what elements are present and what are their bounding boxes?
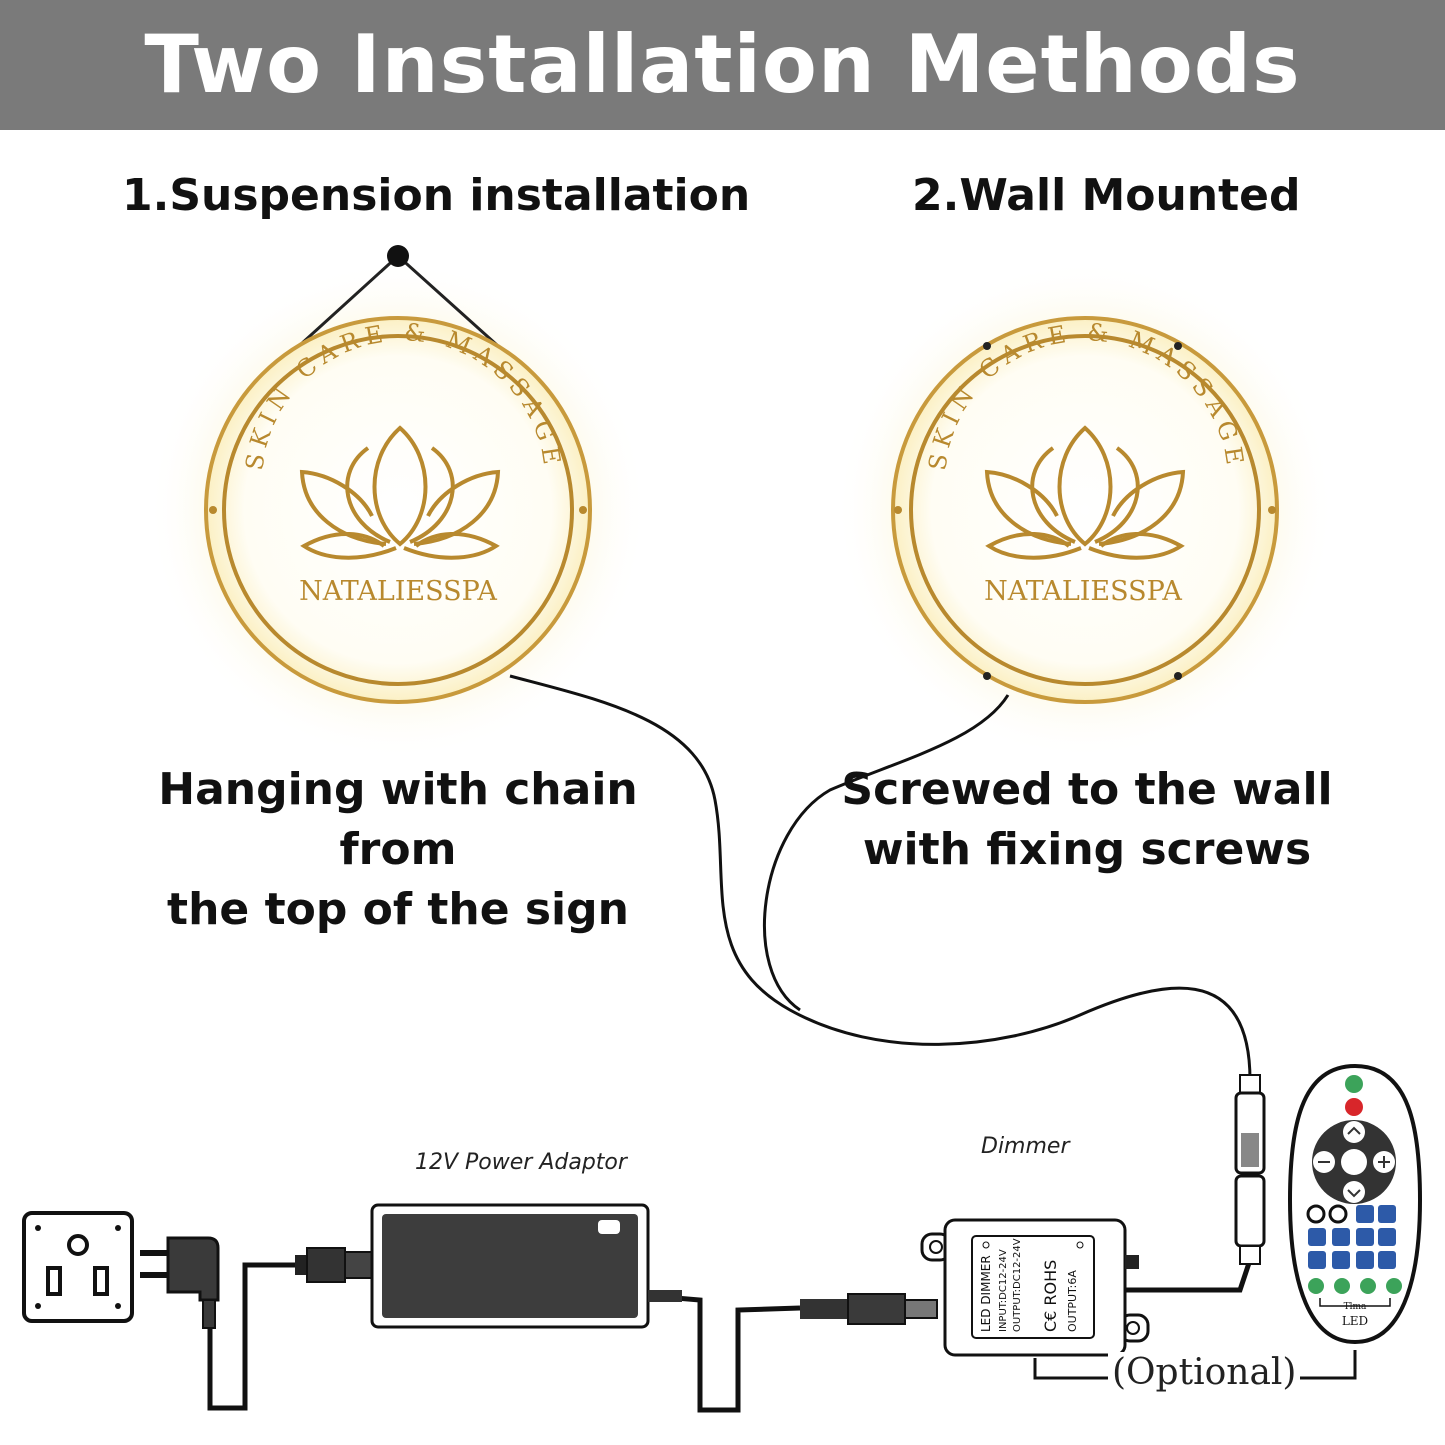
screw-icon bbox=[1174, 672, 1182, 680]
svg-text:OUTPUT:DC12-24V: OUTPUT:DC12-24V bbox=[1012, 1238, 1023, 1332]
svg-text:INPUT:DC12-24V: INPUT:DC12-24V bbox=[998, 1249, 1009, 1332]
sign-2-outer-ring bbox=[891, 316, 1279, 704]
screw-icon bbox=[983, 342, 991, 350]
power-adaptor-icon bbox=[370, 1203, 682, 1329]
sign-1-brand: NATALIESSPA bbox=[299, 576, 497, 607]
sign-2-brand: NATALIESSPA bbox=[984, 576, 1182, 607]
remote-control-icon: Tlma LED bbox=[1287, 1063, 1423, 1345]
method-2-caption: Screwed to the wall with fixing screws bbox=[841, 764, 1333, 875]
method-2-title: 2.Wall Mounted bbox=[912, 170, 1301, 221]
dimmer-label: Dimmer bbox=[981, 1134, 1070, 1159]
dc-plug-icon bbox=[800, 1293, 938, 1325]
wall-plug-icon bbox=[140, 1236, 220, 1329]
screw-icon bbox=[1174, 342, 1182, 350]
adaptor-label: 12V Power Adaptor bbox=[415, 1150, 627, 1175]
power-cables bbox=[207, 1259, 1253, 1413]
svg-text:Tlma: Tlma bbox=[1344, 1302, 1367, 1312]
chain-hook-icon bbox=[387, 245, 409, 267]
sign-cables bbox=[509, 674, 1252, 1081]
dimmer-device-icon: LED DIMMER INPUT:DC12-24V OUTPUT:DC12-24… bbox=[920, 1218, 1150, 1357]
wall-outlet-icon bbox=[22, 1211, 134, 1323]
page-title: Two Installation Methods bbox=[144, 18, 1301, 111]
method-1-caption: Hanging with chain from the top of the s… bbox=[158, 764, 638, 935]
screw-icon bbox=[983, 672, 991, 680]
sign-2-inner-ring bbox=[909, 334, 1261, 686]
sign-2: SKIN CARE & MASSAGE NATALIESSPA bbox=[835, 260, 1335, 760]
method-1-title: 1.Suspension installation bbox=[122, 170, 751, 221]
ac-connector-icon bbox=[295, 1247, 374, 1283]
sign-1-outer-ring bbox=[204, 316, 592, 704]
svg-text:LED: LED bbox=[1342, 1314, 1368, 1328]
header-bar bbox=[0, 0, 1445, 130]
sign-1: SKIN CARE & MASSAGE NATALIESSPA bbox=[148, 245, 648, 760]
optional-bracket bbox=[1033, 1350, 1357, 1380]
sign-1-inner-ring bbox=[222, 334, 574, 686]
svg-text:LED DIMMER: LED DIMMER bbox=[979, 1255, 993, 1332]
svg-text:OUTPUT:6A: OUTPUT:6A bbox=[1066, 1270, 1079, 1332]
inline-connector-icon bbox=[1234, 1074, 1266, 1265]
svg-text:C€ ROHS: C€ ROHS bbox=[1041, 1260, 1060, 1332]
optional-label: (Optional) bbox=[1108, 1352, 1301, 1393]
